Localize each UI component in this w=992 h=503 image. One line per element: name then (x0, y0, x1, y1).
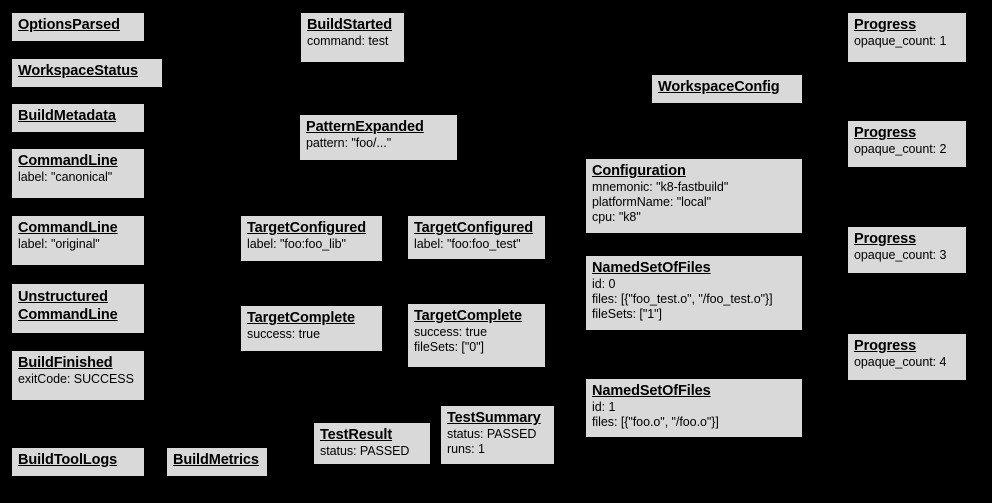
node-title: Progress (854, 338, 917, 354)
node-title: TargetComplete (414, 308, 522, 324)
node-fields: status: PASSED (320, 444, 424, 459)
node-field: files: [{"foo.o", "/foo.o"}] (592, 415, 719, 429)
node-field: opaque_count: 1 (854, 34, 947, 48)
node-fields: opaque_count: 2 (854, 142, 960, 157)
node-title: TestSummary (447, 410, 541, 426)
node-field: opaque_count: 4 (854, 355, 947, 369)
node-title: OptionsParsed (18, 17, 120, 33)
node-unstructured-command-line[interactable]: Unstructured CommandLine (11, 283, 145, 334)
node-fields: pattern: "foo/..." (306, 136, 451, 151)
node-title: Progress (854, 125, 917, 141)
node-build-tool-logs[interactable]: BuildToolLogs (11, 447, 145, 477)
node-field: label: "canonical" (18, 170, 113, 184)
node-options-parsed[interactable]: OptionsParsed (11, 12, 145, 42)
node-field: success: true (247, 327, 320, 341)
node-field: runs: 1 (447, 442, 485, 456)
node-field: exitCode: SUCCESS (18, 372, 134, 386)
node-field: cpu: "k8" (592, 210, 641, 224)
node-field: opaque_count: 2 (854, 142, 947, 156)
node-field: fileSets: ["1"] (592, 307, 662, 321)
node-fields: opaque_count: 3 (854, 248, 960, 263)
node-title: TargetConfigured (414, 220, 533, 236)
node-field: label: "original" (18, 237, 100, 251)
node-title: WorkspaceConfig (658, 79, 780, 95)
node-field: opaque_count: 3 (854, 248, 947, 262)
node-workspace-status[interactable]: WorkspaceStatus (11, 58, 163, 88)
node-field: status: PASSED (320, 444, 410, 458)
node-build-metadata[interactable]: BuildMetadata (11, 103, 145, 133)
node-field: mnemonic: "k8-fastbuild" (592, 180, 729, 194)
node-fields: label: "foo:foo_lib" (247, 237, 376, 252)
node-field: files: [{"foo_test.o", "/foo_test.o"}] (592, 292, 773, 306)
node-title: BuildMetadata (18, 108, 116, 124)
node-title: TargetComplete (247, 310, 355, 326)
node-fields: success: true (247, 327, 376, 342)
node-workspace-config[interactable]: WorkspaceConfig (651, 74, 803, 104)
node-title: BuildMetrics (173, 452, 259, 468)
node-title: NamedSetOfFiles (592, 383, 711, 399)
node-field: pattern: "foo/..." (306, 136, 392, 150)
node-title: Progress (854, 231, 917, 247)
node-fields: label: "canonical" (18, 170, 138, 185)
node-field: label: "foo:foo_test" (414, 237, 521, 251)
node-title: WorkspaceStatus (18, 63, 138, 79)
node-field: command: test (307, 34, 389, 48)
node-title: CommandLine (18, 153, 118, 169)
node-field: id: 0 (592, 277, 616, 291)
node-field: fileSets: ["0"] (414, 340, 484, 354)
node-field: success: true (414, 325, 487, 339)
node-fields: mnemonic: "k8-fastbuild"platformName: "l… (592, 180, 796, 225)
node-title: BuildStarted (307, 17, 393, 33)
node-title: BuildFinished (18, 355, 113, 371)
node-title: BuildToolLogs (18, 452, 118, 468)
node-title: NamedSetOfFiles (592, 260, 711, 276)
node-fields: opaque_count: 4 (854, 355, 960, 370)
node-build-metrics[interactable]: BuildMetrics (166, 447, 268, 477)
node-fields: exitCode: SUCCESS (18, 372, 138, 387)
node-field: platformName: "local" (592, 195, 711, 209)
node-fields: opaque_count: 1 (854, 34, 960, 49)
node-fields: command: test (307, 34, 398, 49)
node-fields: label: "foo:foo_test" (414, 237, 539, 252)
node-field: id: 1 (592, 400, 616, 414)
node-fields: label: "original" (18, 237, 138, 252)
node-title: Unstructured CommandLine (18, 289, 118, 323)
node-title: TargetConfigured (247, 220, 366, 236)
node-title: Configuration (592, 163, 686, 179)
node-field: label: "foo:foo_lib" (247, 237, 346, 251)
node-title: TestResult (320, 427, 393, 443)
node-field: status: PASSED (447, 427, 537, 441)
node-title: PatternExpanded (306, 119, 424, 135)
node-title: Progress (854, 17, 917, 33)
node-title: CommandLine (18, 220, 118, 236)
